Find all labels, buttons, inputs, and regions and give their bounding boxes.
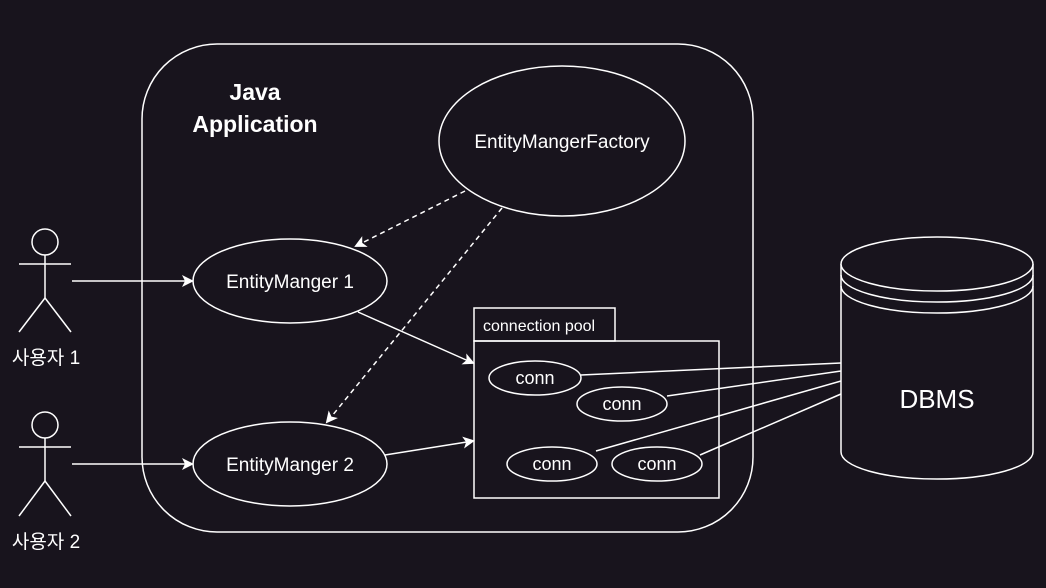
arrow-em2-to-pool (384, 436, 475, 456)
user-1-label: 사용자 1 (12, 347, 80, 369)
connection-pool-box (473, 340, 720, 499)
connection-label-2: conn (602, 394, 641, 414)
connection-node-2 (576, 386, 668, 422)
user-1-actor-icon (18, 228, 72, 333)
app-title-line2: Application (192, 111, 317, 137)
dbms-cylinder-icon (840, 236, 1034, 480)
connection-label-4: conn (637, 454, 676, 474)
connection-node-3 (506, 446, 598, 482)
user-2-actor-icon (18, 411, 72, 517)
entity-manager-1-label: EntityManger 1 (226, 272, 354, 293)
arrow-em1-to-pool (357, 311, 475, 365)
connection-label-3: conn (532, 454, 571, 474)
dbms-label: DBMS (899, 384, 974, 414)
entity-manager-factory-node (438, 65, 686, 217)
dashed-arrow-factory-to-em1 (354, 190, 466, 247)
connection-node-4 (611, 446, 703, 482)
user-2-label: 사용자 2 (12, 531, 80, 553)
entity-manager-2-label: EntityManger 2 (226, 455, 354, 476)
connection-to-dbms-lines (580, 362, 842, 456)
connection-node-1 (488, 360, 582, 396)
connection-pool-label: connection pool (483, 318, 595, 335)
java-application-container (141, 43, 754, 533)
entity-manager-factory-label: EntityMangerFactory (474, 132, 650, 153)
dashed-arrow-factory-to-em2 (325, 207, 503, 424)
app-title-line1: Java (229, 79, 280, 105)
connection-label-1: conn (515, 368, 554, 388)
